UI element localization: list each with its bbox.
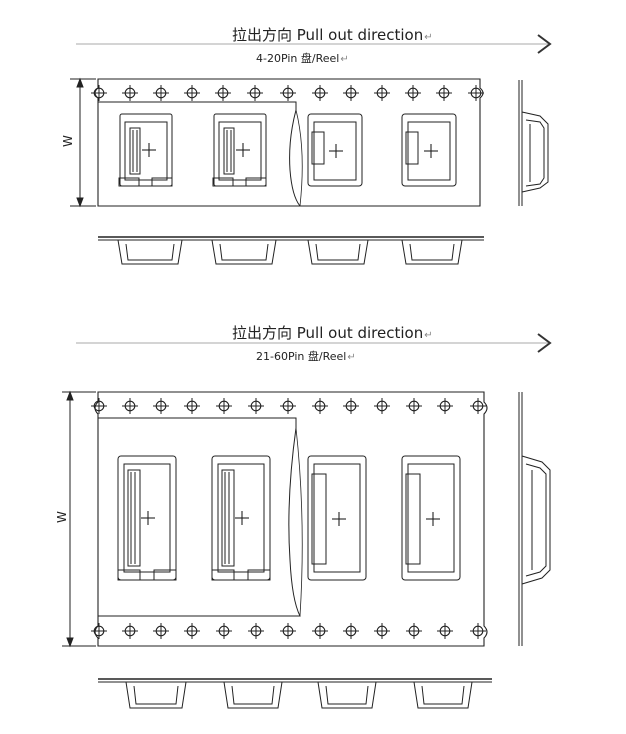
pocket-connector-1a xyxy=(118,113,173,187)
section-2 xyxy=(62,333,552,709)
width-dimension-1 xyxy=(70,77,96,208)
spec-text-2: 21-60Pin 盘/Reel xyxy=(256,350,347,363)
pull-direction-label-2: 拉出方向 Pull out direction↵ xyxy=(232,322,433,343)
pull-arrow-1 xyxy=(76,34,552,54)
cover-tape-1 xyxy=(98,101,301,207)
pocket-connector-2b xyxy=(211,455,271,581)
side-profile-2 xyxy=(518,392,551,646)
pocket-connector-2a xyxy=(117,455,177,581)
direction-text-1: 拉出方向 Pull out direction xyxy=(232,26,424,44)
bottom-profile-1 xyxy=(98,236,484,265)
section-1 xyxy=(70,34,552,265)
sprocket-holes-2a xyxy=(90,397,487,415)
pull-arrow-2 xyxy=(76,333,552,353)
sprocket-holes-2b xyxy=(90,622,487,640)
sprocket-holes-1 xyxy=(90,84,485,102)
carrier-tape-1 xyxy=(94,78,484,207)
pocket-empty-2d xyxy=(401,455,461,581)
pocket-connector-1b xyxy=(212,113,267,187)
side-profile-1 xyxy=(518,80,549,206)
return-mark-icon: ↵ xyxy=(347,352,356,363)
carrier-tape-2 xyxy=(94,391,488,647)
pocket-empty-2c xyxy=(307,455,367,581)
pin-range-label-1: 4-20Pin 盘/Reel↵ xyxy=(256,50,349,66)
return-mark-icon: ↵ xyxy=(424,330,433,341)
return-mark-icon: ↵ xyxy=(424,32,433,43)
pull-direction-label-1: 拉出方向 Pull out direction↵ xyxy=(232,24,433,45)
pocket-empty-1c xyxy=(307,113,363,187)
spec-text-1: 4-20Pin 盘/Reel xyxy=(256,52,340,65)
pocket-empty-1d xyxy=(401,113,457,187)
cover-tape-2 xyxy=(98,417,301,617)
width-dimension-2 xyxy=(62,390,96,648)
return-mark-icon: ↵ xyxy=(340,54,349,65)
direction-text-2: 拉出方向 Pull out direction xyxy=(232,324,424,342)
pin-range-label-2: 21-60Pin 盘/Reel↵ xyxy=(256,348,356,364)
bottom-profile-2 xyxy=(98,678,492,709)
